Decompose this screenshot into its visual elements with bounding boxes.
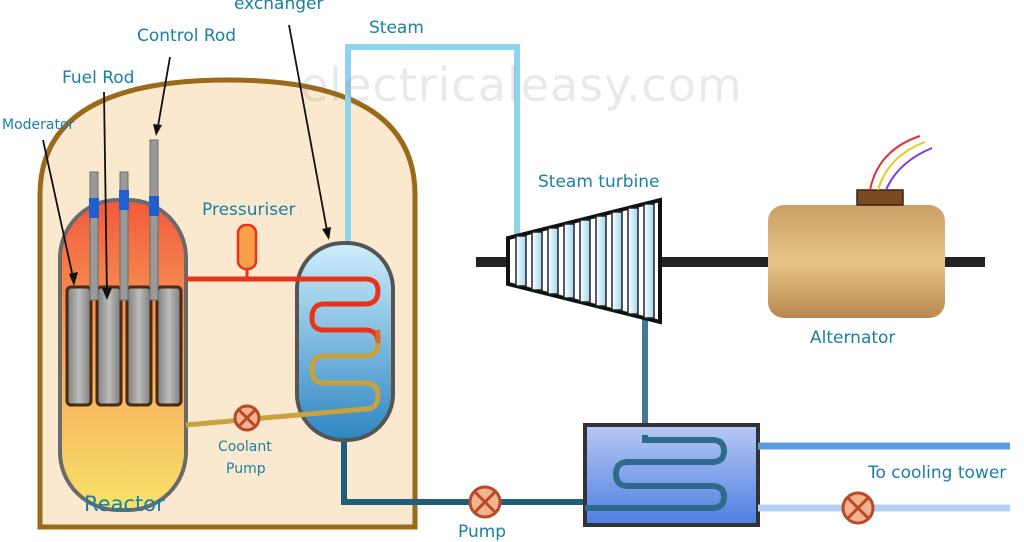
- reactor-label: Reactor: [84, 492, 165, 516]
- pump-icon: [468, 485, 502, 519]
- steam-pipe: [345, 44, 520, 243]
- leader-arrows: [42, 24, 329, 297]
- condenser-coil: [585, 435, 728, 511]
- control-rods: [89, 139, 159, 301]
- pump-label: Pump: [458, 522, 507, 542]
- control-rod-label: Control Rod: [137, 26, 237, 46]
- alternator-wire-yellow: [877, 141, 926, 191]
- moderator-label: Moderator: [2, 117, 75, 133]
- primary-warm-loop: [185, 342, 381, 428]
- steam-turbine: [506, 197, 662, 325]
- alternator-label: Alternator: [810, 328, 896, 348]
- pressuriser: [236, 223, 258, 271]
- coolant-pump-label-line2: Pump: [226, 461, 266, 477]
- watermark: electricaleasy.com: [300, 58, 743, 112]
- alternator-wire-purple: [885, 147, 933, 191]
- cooling-pump-icon: [841, 491, 875, 525]
- leader-arrowheads: [69, 124, 331, 300]
- primary-hot-loop: [186, 276, 381, 344]
- fuel-rods: [65, 285, 183, 407]
- pressuriser-label: Pressuriser: [202, 200, 296, 220]
- fuel-rod-label: Fuel Rod: [62, 68, 135, 88]
- alternator-wire-red: [869, 135, 921, 191]
- coolant-pump-icon: [233, 404, 261, 432]
- steam-label: Steam: [369, 18, 424, 38]
- steam-turbine-label: Steam turbine: [538, 172, 660, 192]
- heat-exchanger-label: exchanger: [234, 0, 324, 14]
- condensate-return-pipe: [341, 440, 585, 505]
- heat-exchanger-vessel: [295, 241, 395, 442]
- alternator: [768, 205, 945, 318]
- alternator-terminal: [856, 189, 904, 206]
- cooling-tower-label: To cooling tower: [868, 463, 1007, 483]
- coolant-pump-label-line1: Coolant: [218, 439, 272, 455]
